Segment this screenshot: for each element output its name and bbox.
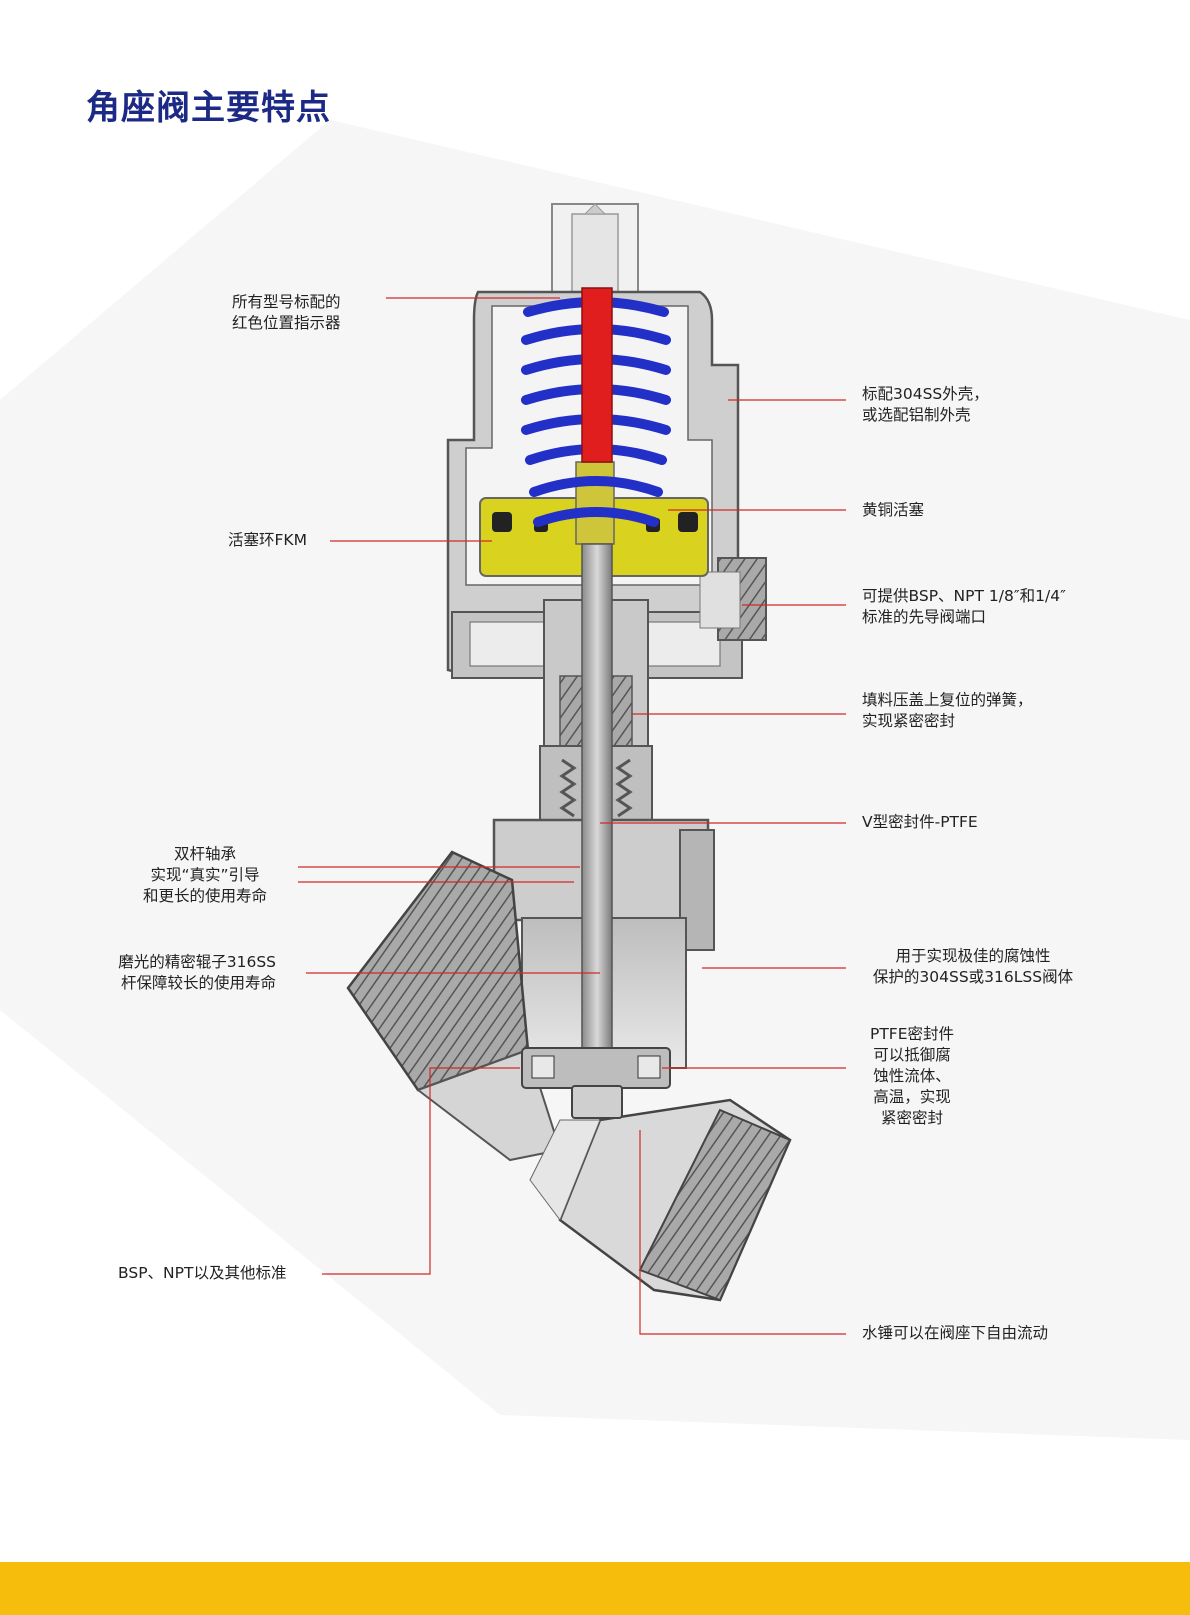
label-v-seal: V型密封件-PTFE <box>862 813 978 831</box>
label-water-hammer: 水锤可以在阀座下自由流动 <box>862 1324 1049 1342</box>
label-pilot-port: 可提供BSP、NPT 1/8″和1/4″标准的先导阀端口 <box>862 587 1066 626</box>
leader-lines <box>298 297 846 1335</box>
label-brass-piston: 黄铜活塞 <box>862 501 925 519</box>
page-title: 角座阀主要特点 <box>86 88 331 128</box>
label-threads: BSP、NPT以及其他标准 <box>118 1264 287 1282</box>
indicator-cap <box>551 203 639 295</box>
pilot-port <box>699 557 767 641</box>
label-ptfe-seal: PTFE密封件可以抵御腐蚀性流体、高温，实现紧密密封 <box>869 1025 955 1127</box>
label-indicator: 所有型号标配的红色位置指示器 <box>232 293 341 332</box>
seal-disc <box>521 1047 671 1119</box>
footer-bar <box>0 1562 1190 1615</box>
position-indicator-rod <box>581 287 613 463</box>
label-housing: 标配304SS外壳，或选配铝制外壳 <box>862 385 989 424</box>
label-bearing: 双杆轴承实现“真实”引导和更长的使用寿命 <box>142 845 267 905</box>
valve-stem <box>581 543 613 1055</box>
label-gland-spring: 填料压盖上复位的弹簧，实现紧密密封 <box>862 691 1033 730</box>
label-piston-ring: 活塞环FKM <box>228 531 307 549</box>
label-body: 用于实现极佳的腐蚀性保护的304SS或316LSS阀体 <box>872 947 1074 986</box>
